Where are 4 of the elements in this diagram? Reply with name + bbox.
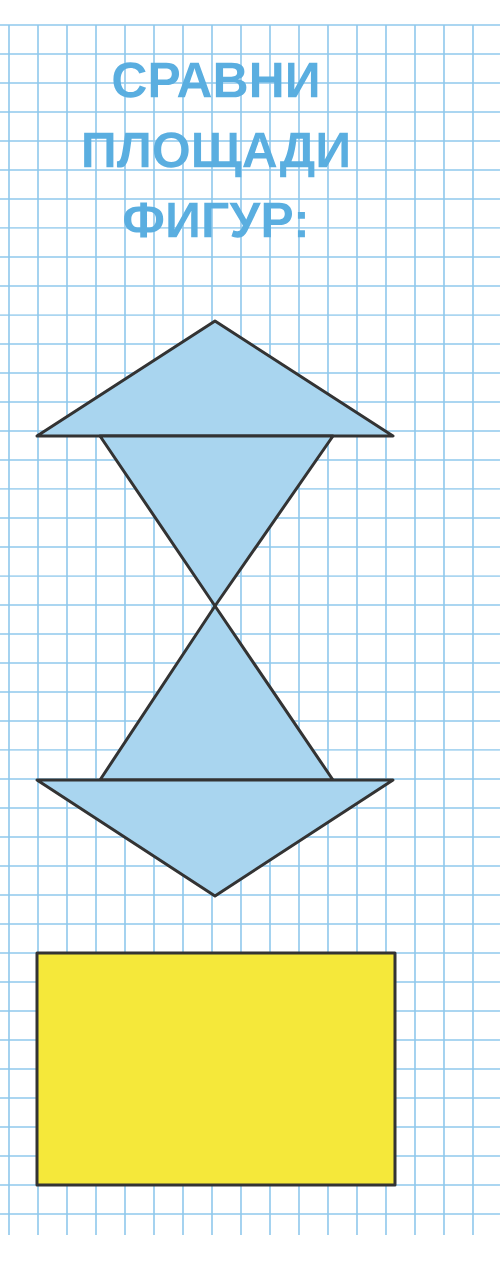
triangle bbox=[35, 778, 395, 898]
triangle bbox=[35, 319, 395, 438]
rectangle bbox=[35, 951, 397, 1187]
triangle bbox=[98, 434, 335, 608]
